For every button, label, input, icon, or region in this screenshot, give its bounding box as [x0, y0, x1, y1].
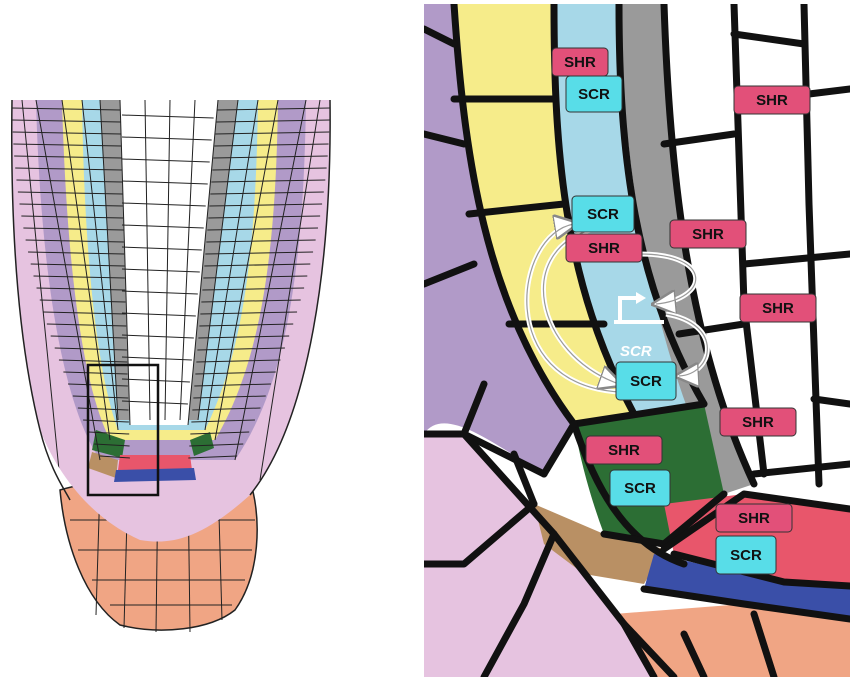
svg-text:SCR: SCR: [730, 547, 762, 564]
shr-label-9: SHR: [586, 436, 662, 464]
svg-text:SHR: SHR: [564, 54, 596, 71]
zoomed-niche-diagram: SCR SHR SCR SHR SCR SHR SHR SHR SCR SHR SHR SCR SHR…: [424, 4, 850, 677]
zoom-panel: SCR SHR SCR SHR SCR SHR SHR SHR SCR SHR SHR SCR SHR…: [424, 4, 850, 677]
scr-label-12: SCR: [716, 536, 776, 574]
shr-label-4: SHR: [566, 234, 642, 262]
svg-text:SCR: SCR: [624, 480, 656, 497]
svg-text:SCR: SCR: [630, 373, 662, 390]
scr-label-1: SCR: [566, 76, 622, 112]
shr-label-2: SHR: [734, 86, 810, 114]
svg-text:SCR: SCR: [587, 206, 619, 223]
svg-text:SHR: SHR: [588, 240, 620, 257]
svg-text:SHR: SHR: [756, 92, 788, 109]
shr-label-8: SHR: [720, 408, 796, 436]
scr-label-7: SCR: [616, 362, 676, 400]
shr-label-0: SHR: [552, 48, 608, 76]
root-overview-panel: [0, 0, 380, 677]
root-overview-diagram: [0, 0, 380, 677]
columella-initial: [114, 468, 196, 482]
shr-label-5: SHR: [670, 220, 746, 248]
svg-text:SCR: SCR: [578, 86, 610, 103]
gene-label: SCR: [620, 343, 652, 360]
scr-label-10: SCR: [610, 470, 670, 506]
svg-text:SHR: SHR: [762, 300, 794, 317]
svg-text:SHR: SHR: [692, 226, 724, 243]
svg-text:SHR: SHR: [738, 510, 770, 527]
scr-label-3: SCR: [572, 196, 634, 232]
shr-label-11: SHR: [716, 504, 792, 532]
quiescent-center: [118, 455, 192, 470]
svg-text:SHR: SHR: [742, 414, 774, 431]
shr-label-6: SHR: [740, 294, 816, 322]
svg-text:SHR: SHR: [608, 442, 640, 459]
